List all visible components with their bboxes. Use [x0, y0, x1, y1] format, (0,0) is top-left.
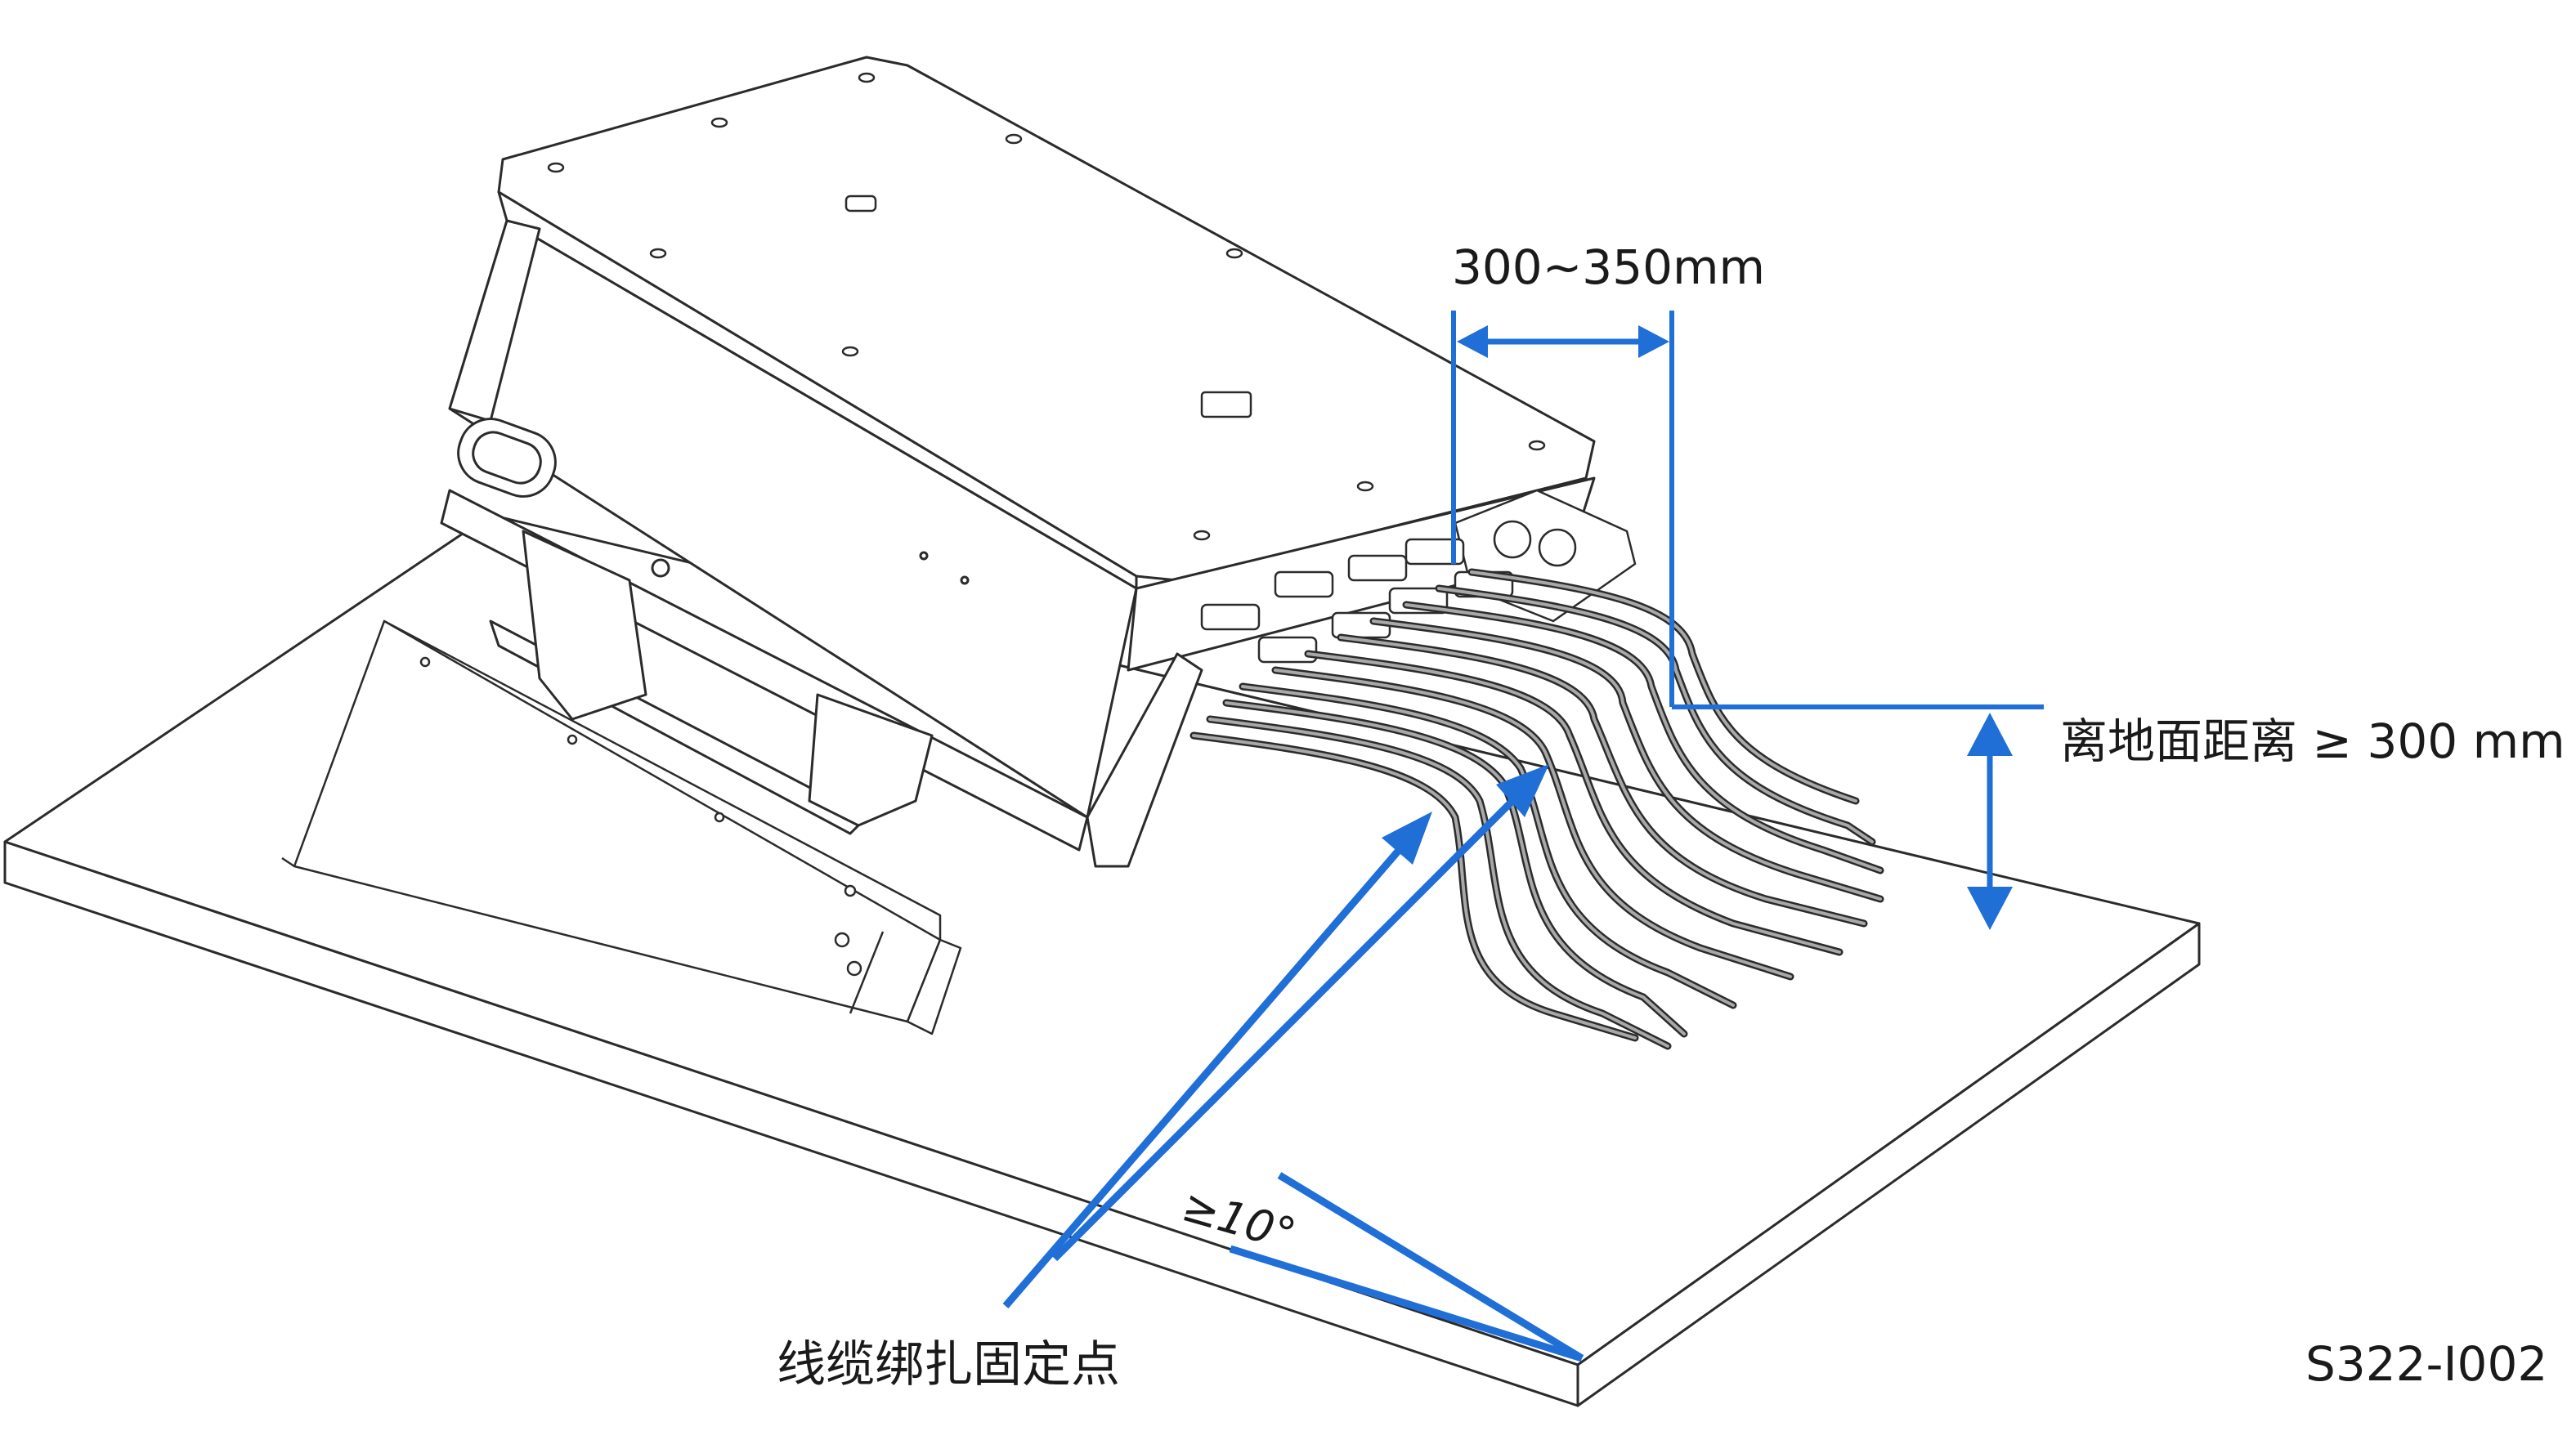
clearance-arrow-up — [1967, 713, 2013, 756]
tie-point-arrow-2 — [1496, 764, 1549, 817]
width-arrow-right — [1638, 325, 1669, 358]
clearance-arrow-down — [1967, 887, 2013, 930]
angle-line-lower — [1229, 1245, 1584, 1362]
tie-point-label: 线缆绑扎固定点 — [777, 1336, 1120, 1393]
width-arrow-left — [1457, 325, 1488, 358]
figure-id-label: S322-I002 — [2305, 1336, 2548, 1392]
width-range-label: 300~350mm — [1452, 239, 1766, 295]
tie-point-arrow-1 — [1382, 812, 1432, 865]
ground-clearance-label: 离地面距离 ≥ 300 mm — [2060, 713, 2565, 769]
tie-point-leader-1 — [1002, 839, 1409, 1308]
angle-line-upper — [1277, 1172, 1584, 1362]
tie-point-leader-2 — [1051, 789, 1524, 1262]
annotations — [1002, 311, 2044, 1362]
mounting-bracket — [281, 619, 962, 1035]
